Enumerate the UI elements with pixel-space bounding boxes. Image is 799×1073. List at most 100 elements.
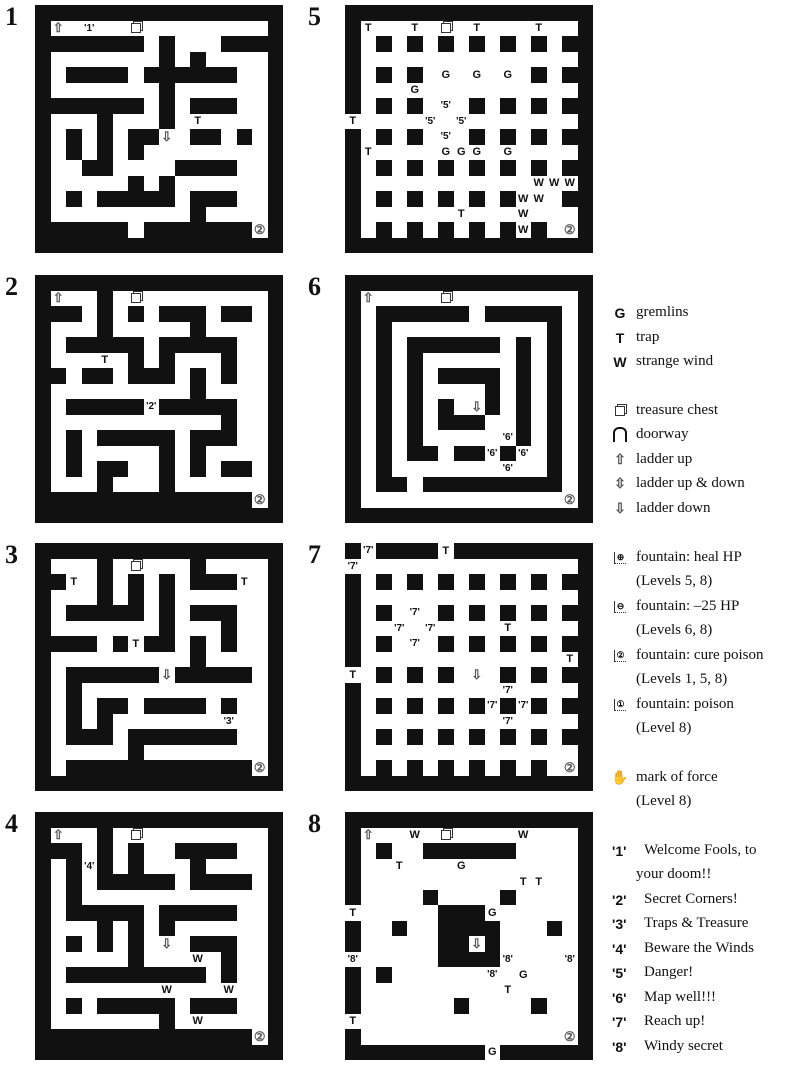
dungeon-map-level-6: ⇧②⇩'6''6''6''6' — [345, 275, 593, 523]
floor-cell — [407, 951, 423, 967]
floor-cell — [531, 445, 547, 461]
floor-cell — [407, 461, 423, 477]
dungeon-map-level-1: ⇧②⇩'1'T — [35, 5, 283, 253]
strange-wind-marker: W — [531, 175, 547, 191]
floor-cell — [407, 321, 423, 337]
floor-cell — [453, 492, 469, 508]
message-text: Welcome Fools, to — [644, 842, 757, 858]
floor-cell — [453, 51, 469, 67]
floor-cell — [143, 744, 159, 760]
legend-ladder-down: ⇩ladder down — [612, 500, 711, 517]
floor-cell — [391, 729, 407, 745]
floor-cell — [236, 558, 252, 574]
floor-cell — [531, 430, 547, 446]
strange-wind-marker: W — [531, 191, 547, 207]
floor-cell — [562, 558, 578, 574]
floor-cell — [174, 414, 190, 430]
floor-cell — [252, 98, 268, 114]
floor-cell — [97, 951, 113, 967]
message-text: your doom!! — [636, 866, 712, 882]
floor-cell — [453, 82, 469, 98]
treasure-chest-icon — [128, 827, 144, 843]
floor-cell — [453, 698, 469, 714]
floor-cell — [453, 191, 469, 207]
floor-cell — [205, 951, 221, 967]
floor-cell — [66, 113, 82, 129]
floor-cell — [546, 827, 562, 843]
floor-cell — [546, 682, 562, 698]
floor-cell — [407, 874, 423, 890]
floor-cell — [391, 129, 407, 145]
floor-cell — [50, 651, 66, 667]
floor-cell — [97, 82, 113, 98]
floor-cell — [438, 383, 454, 399]
message-key: '4' — [612, 940, 627, 957]
floor-cell — [391, 636, 407, 652]
floor-cell — [407, 51, 423, 67]
floor-cell — [407, 905, 423, 921]
floor-cell — [562, 352, 578, 368]
floor-cell — [360, 492, 376, 508]
floor-cell — [422, 698, 438, 714]
floor-cell — [50, 206, 66, 222]
floor-cell — [376, 682, 392, 698]
floor-cell — [112, 414, 128, 430]
floor-cell — [515, 920, 531, 936]
floor-cell — [81, 843, 97, 859]
floor-cell — [453, 744, 469, 760]
floor-cell — [515, 620, 531, 636]
floor-cell — [391, 222, 407, 238]
floor-cell — [143, 206, 159, 222]
floor-cell — [469, 620, 485, 636]
floor-cell — [360, 843, 376, 859]
floor-cell — [190, 414, 206, 430]
message-1: '1'Welcome Fools, to — [612, 842, 757, 859]
strange-wind-icon: W — [613, 353, 627, 370]
floor-cell — [500, 858, 516, 874]
floor-cell — [159, 20, 175, 36]
floor-cell — [422, 20, 438, 36]
legend-label: strange wind — [636, 353, 714, 369]
floor-cell — [174, 98, 190, 114]
floor-cell — [422, 36, 438, 52]
treasure-chest-icon — [612, 405, 628, 416]
legend-levels: (Level 8) — [636, 720, 692, 736]
floor-cell — [205, 698, 221, 714]
gremlins-marker: G — [469, 67, 485, 83]
legend-label: ladder down — [636, 500, 711, 516]
floor-cell — [190, 889, 206, 905]
floor-cell — [391, 744, 407, 760]
floor-cell — [531, 682, 547, 698]
floor-cell — [66, 414, 82, 430]
floor-cell — [221, 558, 237, 574]
floor-cell — [531, 461, 547, 477]
floor-cell — [422, 399, 438, 415]
floor-cell — [562, 682, 578, 698]
floor-cell — [422, 713, 438, 729]
floor-cell — [236, 713, 252, 729]
floor-cell — [391, 67, 407, 83]
floor-cell — [453, 827, 469, 843]
floor-cell — [391, 113, 407, 129]
floor-cell — [252, 827, 268, 843]
message-marker: '5' — [438, 98, 454, 114]
floor-cell — [500, 492, 516, 508]
floor-cell — [407, 558, 423, 574]
floor-cell — [546, 843, 562, 859]
floor-cell — [81, 445, 97, 461]
floor-cell — [360, 620, 376, 636]
floor-cell — [453, 967, 469, 983]
floor-cell — [376, 290, 392, 306]
floor-cell — [422, 1013, 438, 1029]
floor-cell — [546, 589, 562, 605]
floor-cell — [221, 51, 237, 67]
floor-cell — [376, 1013, 392, 1029]
floor-cell — [112, 206, 128, 222]
floor-cell — [50, 67, 66, 83]
floor-cell — [391, 290, 407, 306]
floor-cell — [112, 51, 128, 67]
floor-cell — [50, 936, 66, 952]
floor-cell — [128, 113, 144, 129]
floor-cell — [391, 191, 407, 207]
